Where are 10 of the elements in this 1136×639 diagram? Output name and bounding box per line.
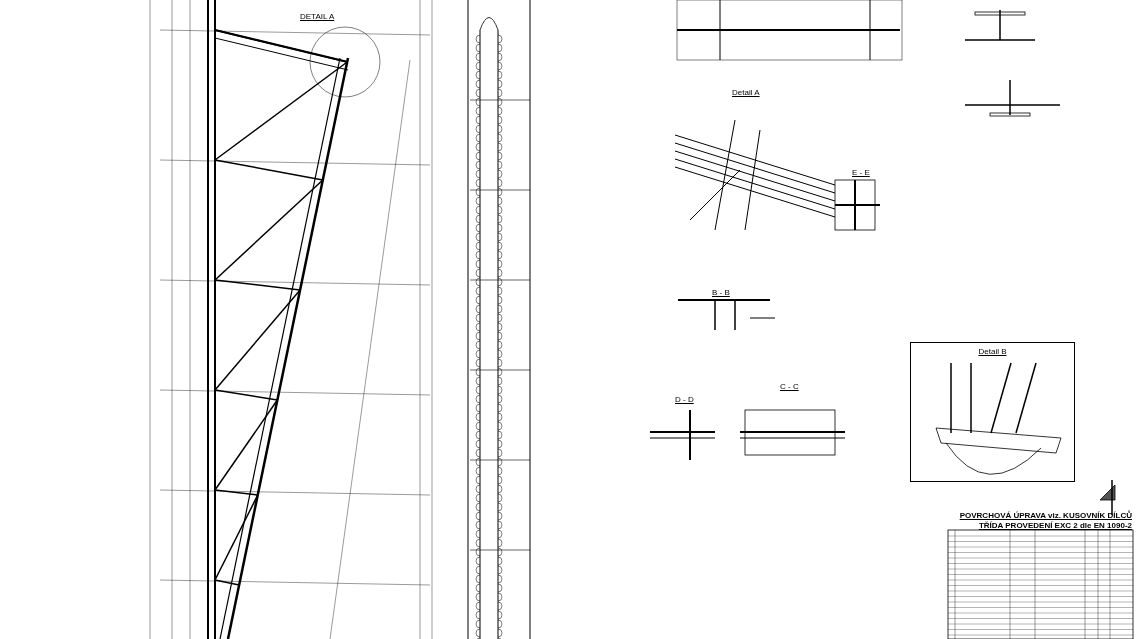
surface-treatment-note: POVRCHOVÁ ÚPRAVA viz. KUSOVNÍK DÍLCŮ xyxy=(959,511,1132,520)
detail-title: DETAIL A xyxy=(300,12,335,21)
section-title: B - B xyxy=(712,288,730,297)
detail-title: Detail A xyxy=(732,88,760,97)
detail-frame xyxy=(910,342,1075,482)
section-title: C - C xyxy=(780,382,799,391)
detail-title: Detail B xyxy=(977,347,1008,356)
section-title: D - D xyxy=(675,395,694,404)
section-title: E - E xyxy=(852,168,870,177)
execution-class-note: TŘÍDA PROVEDENÍ EXC 2 dle EN 1090-2 xyxy=(978,521,1132,530)
